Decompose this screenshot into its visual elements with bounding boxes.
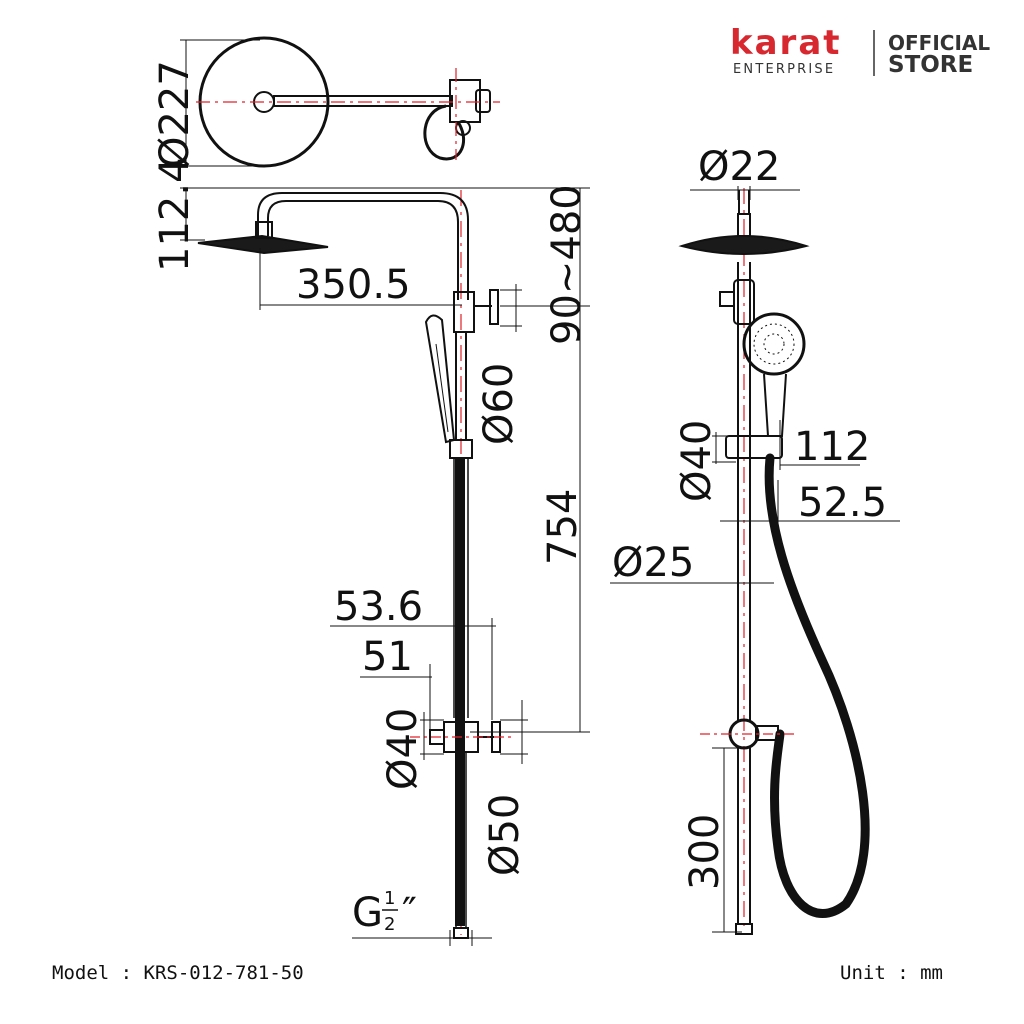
top-diverter-knob bbox=[489, 289, 499, 325]
brand-subtitle: ENTERPRISE bbox=[733, 62, 835, 77]
hand-shower-icon bbox=[742, 312, 806, 376]
dim-holder-offset: 52.5 bbox=[798, 480, 887, 526]
dim-bracket-diameter: Ø40 bbox=[380, 708, 426, 790]
dim-thread-denominator: 2 bbox=[384, 914, 395, 935]
side-view bbox=[197, 192, 501, 939]
dim-height-adjust: 90~480 bbox=[544, 184, 590, 345]
inlet-thread bbox=[453, 927, 469, 939]
front-view bbox=[678, 190, 810, 935]
top-diverter-body bbox=[453, 291, 475, 333]
hand-shower-handle bbox=[763, 373, 787, 437]
bottom-valve-left bbox=[429, 729, 445, 745]
dim-rail-length: 754 bbox=[540, 489, 586, 565]
front-dimension-lines bbox=[610, 186, 900, 933]
dim-thread-inch: ″ bbox=[402, 890, 417, 936]
dim-head-offset: 112.4 bbox=[152, 157, 198, 272]
dim-holder-height: 112 bbox=[794, 424, 870, 470]
brand-badge-line1: OFFICIAL bbox=[888, 31, 990, 55]
brand-name: karat bbox=[730, 23, 842, 63]
dim-thread-numerator: 1 bbox=[384, 888, 395, 909]
rain-shower-head-icon bbox=[197, 234, 329, 255]
head-connector-front bbox=[737, 213, 751, 237]
brand-badge-line2: STORE bbox=[888, 52, 973, 78]
hand-shower-side-detail bbox=[435, 343, 449, 433]
side-dimension-lines bbox=[180, 39, 590, 946]
shower-hose-icon bbox=[764, 453, 870, 918]
dim-bottom-length: 300 bbox=[682, 814, 728, 890]
model-number: Model : KRS-012-781-50 bbox=[52, 962, 304, 984]
unit-label: Unit : mm bbox=[840, 962, 943, 984]
dim-top-pipe-diameter: Ø22 bbox=[698, 144, 780, 190]
dim-pipe-diameter: Ø25 bbox=[612, 540, 694, 586]
slide-bracket-front bbox=[725, 435, 783, 459]
dim-head-diameter: Ø227 bbox=[152, 60, 198, 168]
inlet-thread-front bbox=[735, 923, 753, 935]
rain-head-front bbox=[678, 235, 810, 255]
dim-diverter-diameter: Ø60 bbox=[476, 363, 522, 445]
brand-logo: karat ENTERPRISE OFFICIAL STORE bbox=[730, 23, 990, 78]
dim-holder-diameter: Ø40 bbox=[674, 420, 720, 502]
top-diverter-knob-front bbox=[719, 291, 735, 307]
dim-thread: G 1 2 ″ bbox=[352, 888, 417, 936]
hand-shower-side-icon bbox=[424, 314, 456, 444]
dim-arm-length: 350.5 bbox=[296, 262, 411, 308]
arm-plan bbox=[273, 95, 453, 107]
hose-loop-plan bbox=[423, 104, 466, 161]
dim-thread-letter: G bbox=[352, 890, 383, 936]
overhead-arm-outer bbox=[257, 192, 469, 300]
dim-width-bottom: 51 bbox=[362, 634, 413, 680]
dim-valve-diameter: Ø50 bbox=[482, 794, 528, 876]
head-connector bbox=[255, 221, 273, 239]
valve-knob-plan bbox=[475, 89, 491, 113]
dim-width-top: 53.6 bbox=[334, 584, 423, 630]
overhead-arm-inner bbox=[267, 200, 459, 300]
